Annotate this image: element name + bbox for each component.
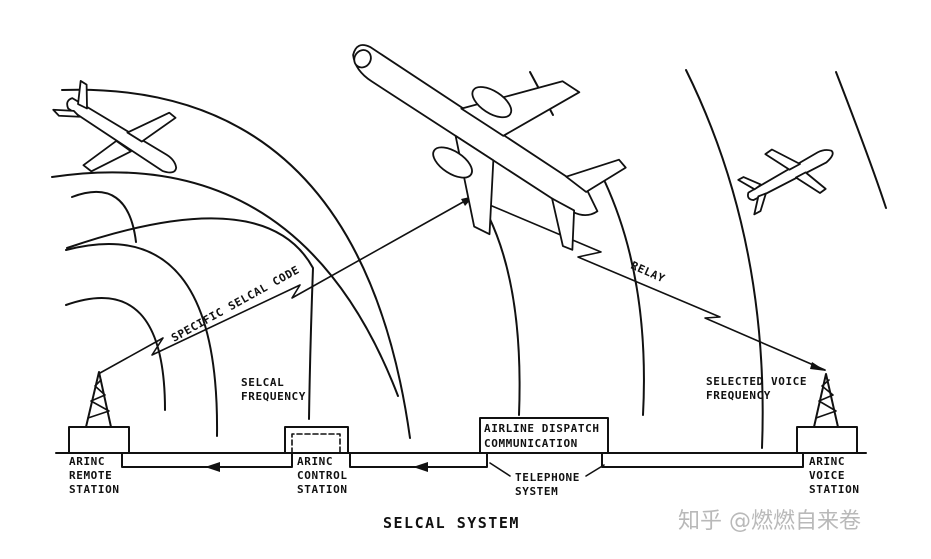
wave-arc-3 [65,243,219,437]
tel-line-remote-control [121,452,293,468]
specific-selcal-code-label: SPECIFIC SELCAL CODE [169,263,302,344]
tel-line-dispatch-voice [601,452,804,468]
wave-arc-2 [65,297,166,411]
airplane-icon [737,148,834,216]
control-station-label-3: STATION [297,483,348,496]
airline-dispatch-frame [479,417,609,454]
wave-arc-4 [66,217,314,420]
airline-dispatch-box: AIRLINE DISPATCH COMMUNICATION [479,417,609,454]
relay-signal-line [491,205,826,371]
voice-station-label-1: ARINC [809,455,845,468]
control-station-label-1: ARINC [297,455,333,468]
arinc-control-station: ARINC CONTROL STATION [284,426,349,496]
voice-station-label-3: STATION [809,483,860,496]
airplane-icon [352,44,627,251]
airline-dispatch-label-1: AIRLINE DISPATCH [484,422,600,435]
selcal-frequency-label-1: SELCAL [241,376,284,389]
remote-station-building [68,426,130,454]
radio-tower-icon [813,373,839,428]
tel-line-control-dispatch [349,452,488,468]
relay-signal-path [491,205,826,371]
telephone-pointer-right [585,464,605,477]
wave-arc-6 [61,88,411,439]
selcal-signal-path [99,196,474,374]
control-station-label-2: CONTROL [297,469,348,482]
selcal-signal-line [99,196,473,374]
remote-station-label-2: REMOTE [69,469,112,482]
wave-arc-10 [685,69,764,449]
airplane-icon [52,80,178,174]
telephone-system-callout: TELEPHONE SYSTEM [489,462,605,498]
telephone-line [121,452,804,472]
control-station-inner-box [291,433,341,454]
radio-tower-icon [85,371,112,428]
arinc-voice-station: ARINC VOICE STATION [796,373,860,496]
arinc-remote-station: ARINC REMOTE STATION [68,371,130,496]
selected-voice-frequency-label-1: SELECTED VOICE [706,375,807,388]
wave-arc-8 [604,181,645,416]
watermark: 知乎 @燃燃自来卷 [678,509,861,534]
wave-arc-1 [71,191,137,243]
tel-arrowhead-1 [205,462,220,472]
voice-station-building [796,426,858,454]
telephone-system-label-1: TELEPHONE [515,471,580,484]
diagram-title: SELCAL SYSTEM [383,514,520,532]
selected-voice-frequency-label-2: FREQUENCY [706,389,771,402]
tel-arrowhead-2 [413,462,428,472]
remote-station-label-1: ARINC [69,455,105,468]
remote-station-label-3: STATION [69,483,120,496]
wave-arc-11 [835,71,887,209]
wave-arc-5 [51,171,399,397]
telephone-pointer-left [489,462,511,477]
voice-station-label-2: VOICE [809,469,845,482]
airline-dispatch-label-2: COMMUNICATION [484,437,578,450]
selcal-frequency-label-2: FREQUENCY [241,390,306,403]
telephone-system-label-2: SYSTEM [515,485,558,498]
relay-arrowhead [810,362,826,371]
control-station-building [284,426,349,454]
